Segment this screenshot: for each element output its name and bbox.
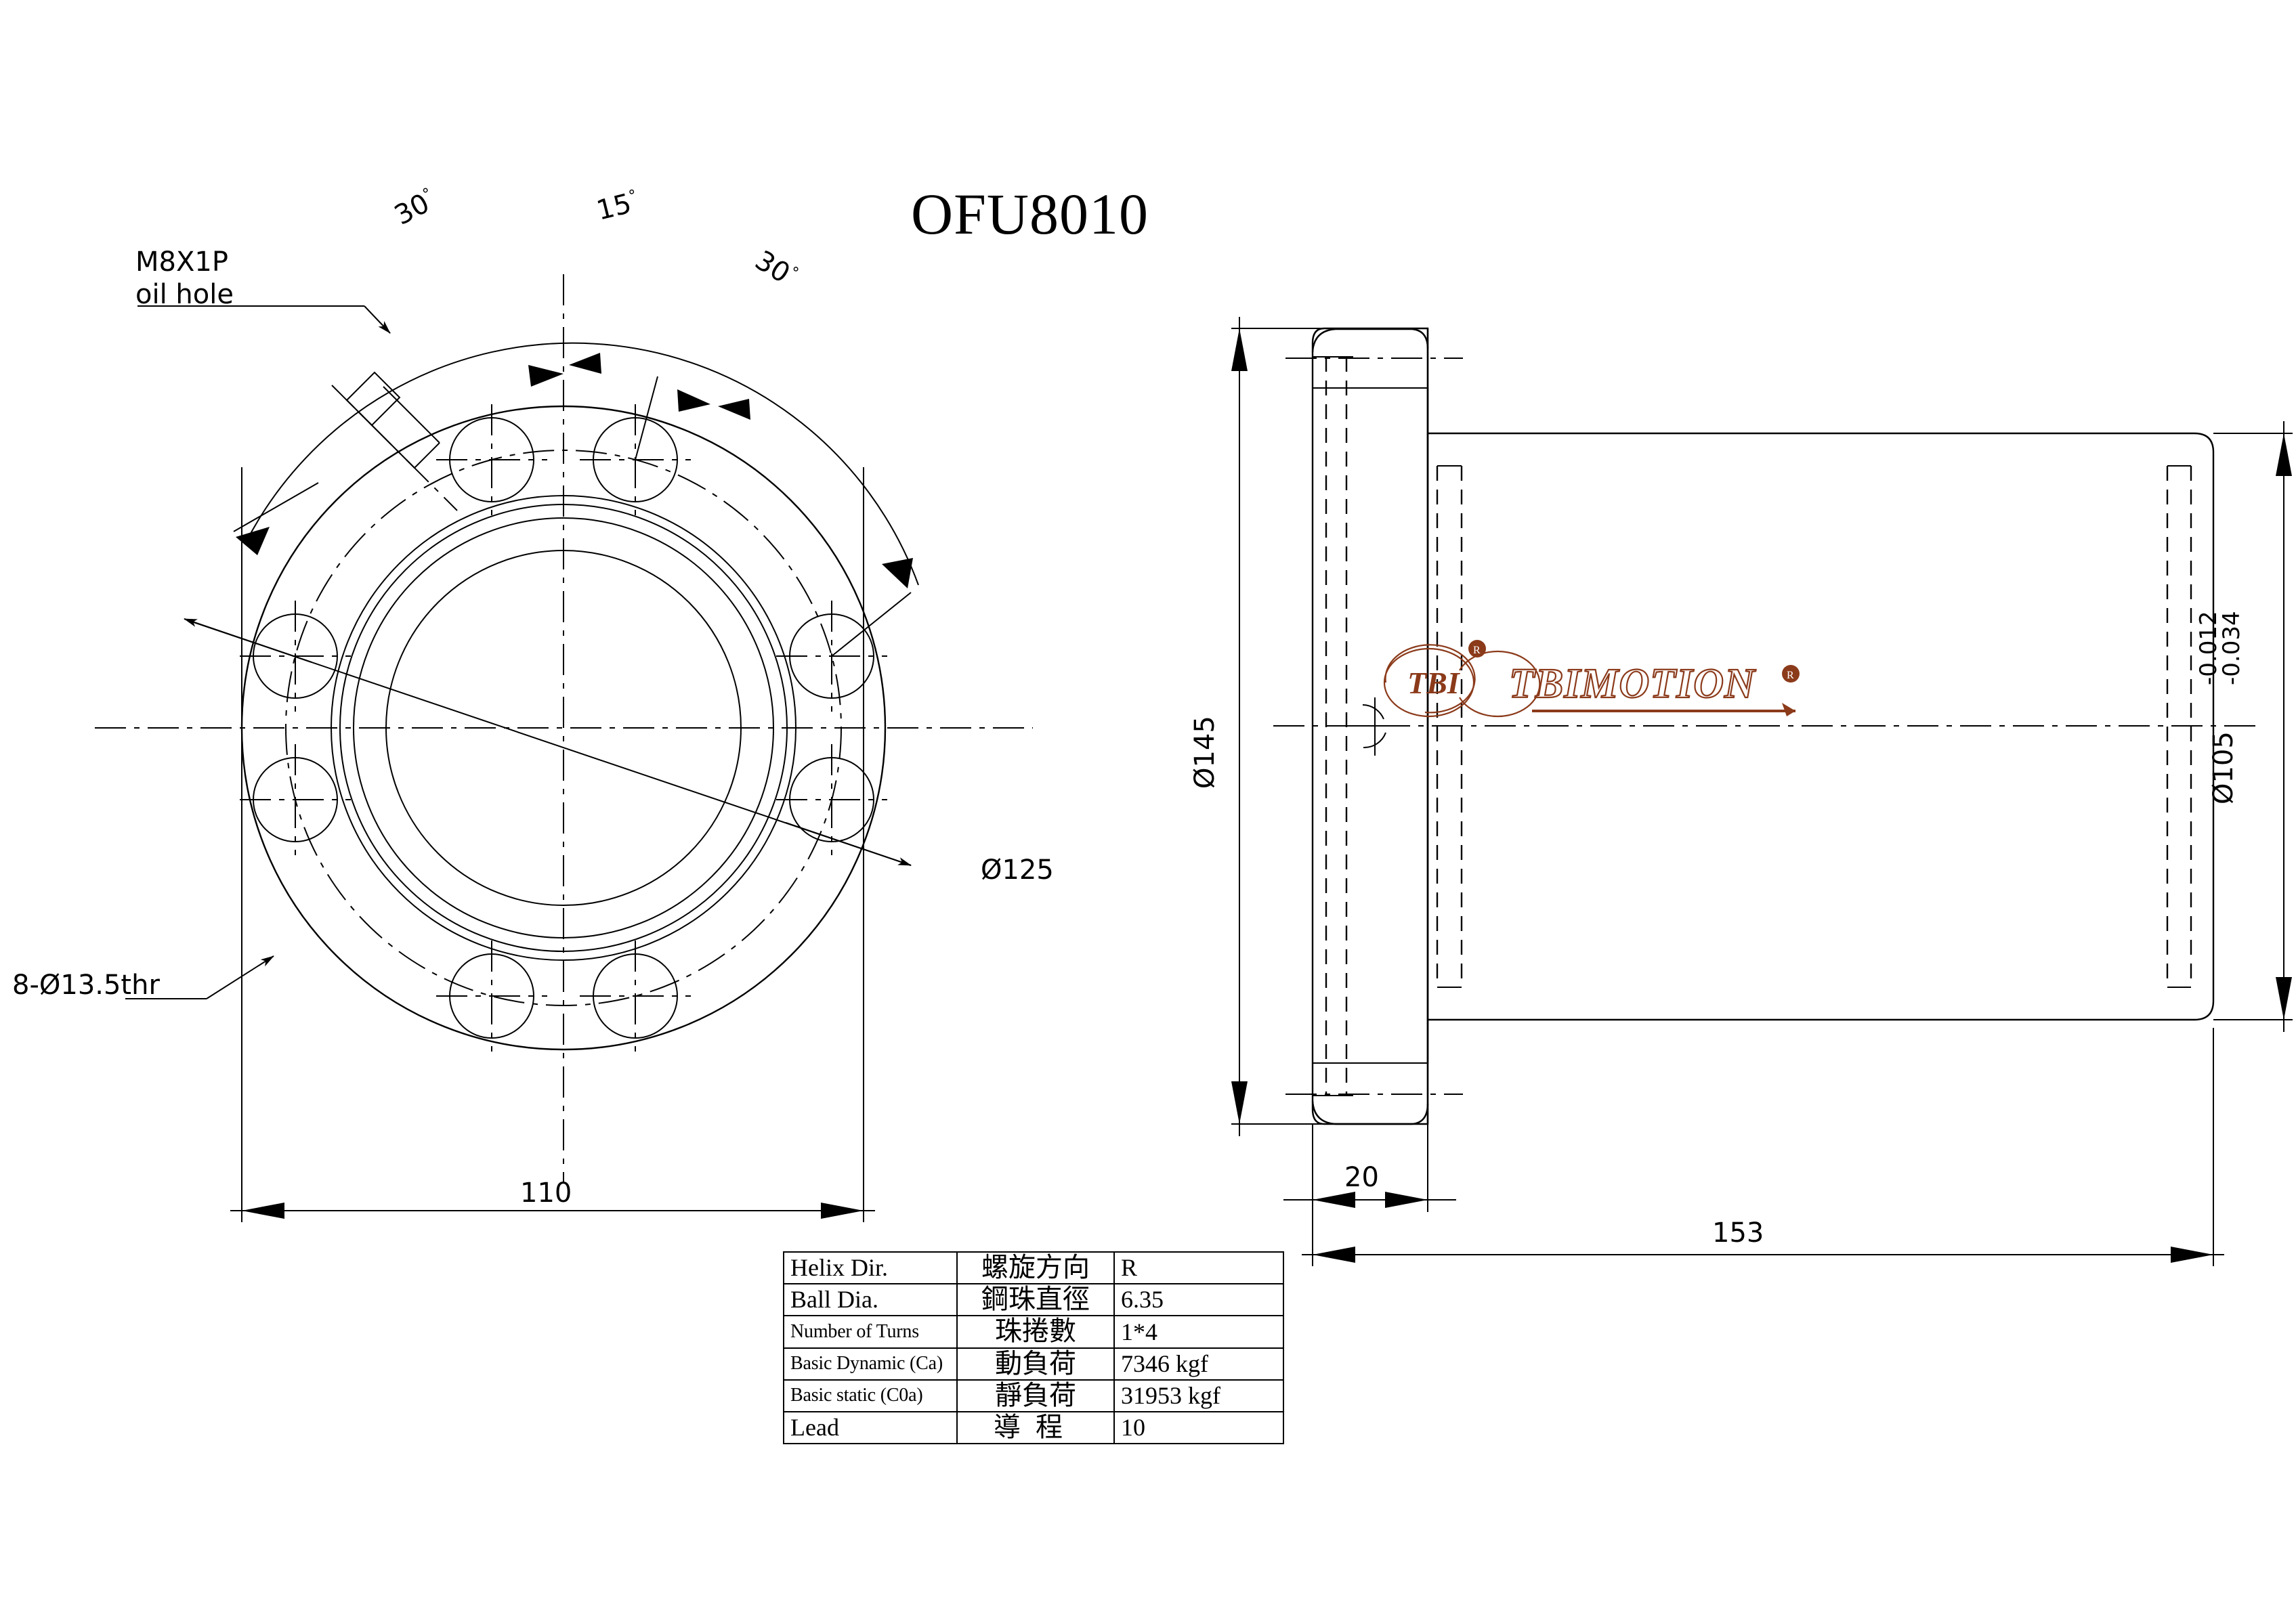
registered-icon (1782, 665, 1800, 683)
specification-table: Helix Dir. 螺旋方向 R Ball Dia. 鋼珠直徑 6.35 Nu… (783, 1251, 1284, 1445)
front-view: M8X1P oil hole 8-Ø13.5thr Ø125 (12, 184, 1054, 1222)
svg-text:R: R (1473, 645, 1481, 656)
flange-width-dim (230, 467, 875, 1222)
logo-wordmark: TBIMOTION (1509, 661, 1756, 707)
spec-value: R (1113, 1251, 1284, 1285)
angle-dimensions (233, 342, 919, 657)
svg-text:R: R (1787, 670, 1794, 681)
angle-arrowhead (677, 389, 710, 412)
body-dia-label: Ø105 (2208, 731, 2239, 804)
oil-hole-side (1348, 697, 1403, 756)
spec-value: 7346 kgf (1113, 1347, 1284, 1381)
flange-width-label: 110 (520, 1177, 572, 1209)
spec-zh-label: 動負荷 (956, 1347, 1115, 1381)
screw-root-circle (385, 550, 742, 906)
spec-en-label: Helix Dir. (783, 1251, 958, 1285)
spec-table-body: Helix Dir. 螺旋方向 R Ball Dia. 鋼珠直徑 6.35 Nu… (783, 1251, 1284, 1445)
spec-en-label: Lead (783, 1410, 958, 1445)
screw-outer-circle (353, 517, 774, 938)
flange-thickness-dim (1283, 1028, 1456, 1212)
spec-value: 31953 kgf (1113, 1379, 1284, 1412)
body-dia-tol-upper: -0.012 (2195, 611, 2222, 685)
bolt-circle-dim (184, 618, 912, 866)
oil-hole-feature (331, 371, 458, 511)
tbimotion-logo: TBI R TBIMOTION R (1383, 640, 1800, 718)
bolt-circle-dim-label: Ø125 (981, 855, 1054, 886)
registered-icon (1468, 640, 1486, 657)
spec-en-label: Basic Dynamic (Ca) (783, 1347, 958, 1381)
table-row: Lead 導程 10 (783, 1410, 1284, 1445)
table-row: Helix Dir. 螺旋方向 R (783, 1251, 1284, 1285)
spec-zh-label: 珠捲數 (956, 1315, 1115, 1349)
spec-zh-label: 靜負荷 (956, 1379, 1115, 1412)
spec-en-label: Number of Turns (783, 1315, 958, 1349)
spec-zh-label: 螺旋方向 (956, 1251, 1115, 1285)
overall-length-label: 153 (1712, 1217, 1764, 1249)
overall-length-dim (1302, 1028, 2224, 1266)
spec-en-label: Basic static (C0a) (783, 1379, 958, 1412)
table-row: Number of Turns 珠捲數 1*4 (783, 1315, 1284, 1349)
angle-arrowhead (718, 399, 750, 420)
angle-arrowhead (236, 527, 270, 555)
oil-hole-note-line1: M8X1P (135, 246, 228, 278)
page-title: OFU8010 (911, 181, 1149, 246)
angle-arrowhead (569, 353, 601, 374)
bolt-circle (285, 450, 842, 1006)
table-row: Basic static (C0a) 靜負荷 31953 kgf (783, 1379, 1284, 1412)
side-view: Ø145 Ø105 -0.012 -0.034 20 (1189, 317, 2293, 1266)
angle-mid-label: 15° (593, 186, 641, 227)
nut-body-inner-circle (339, 504, 788, 952)
angle-arrowhead (528, 365, 564, 387)
angle-left-label: 30° (389, 184, 441, 232)
oil-hole-note (137, 305, 391, 334)
spec-value: 6.35 (1113, 1283, 1284, 1317)
table-row: Ball Dia. 鋼珠直徑 6.35 (783, 1283, 1284, 1317)
nut-body-outer-circle (331, 495, 796, 961)
spec-zh-label: 導程 (956, 1410, 1115, 1445)
thread-hole-note-label: 8-Ø13.5thr (12, 970, 160, 1001)
flange-hidden-holes (1313, 356, 1353, 1096)
table-row: Basic Dynamic (Ca) 動負荷 7346 kgf (783, 1347, 1284, 1381)
logo-mark-text: TBI (1407, 666, 1461, 700)
thread-hole-note (125, 955, 274, 999)
flange-thickness-label: 20 (1344, 1162, 1379, 1193)
spec-value: 1*4 (1113, 1315, 1284, 1349)
nut-body-outline (1428, 432, 2215, 1021)
flange-dia-label: Ø145 (1189, 716, 1220, 789)
angle-right-label: 30° (750, 244, 802, 293)
body-dia-dim (2213, 421, 2293, 1032)
body-dia-tol-lower: -0.034 (2218, 611, 2245, 685)
spec-value: 10 (1113, 1410, 1284, 1445)
body-hidden-slots (1436, 465, 2192, 988)
spec-en-label: Ball Dia. (783, 1283, 958, 1317)
angle-arrowhead (882, 558, 913, 588)
spec-zh-label: 鋼珠直徑 (956, 1283, 1115, 1317)
oil-hole-note-line2: oil hole (135, 279, 234, 310)
flange-dia-dim (1231, 317, 1326, 1136)
